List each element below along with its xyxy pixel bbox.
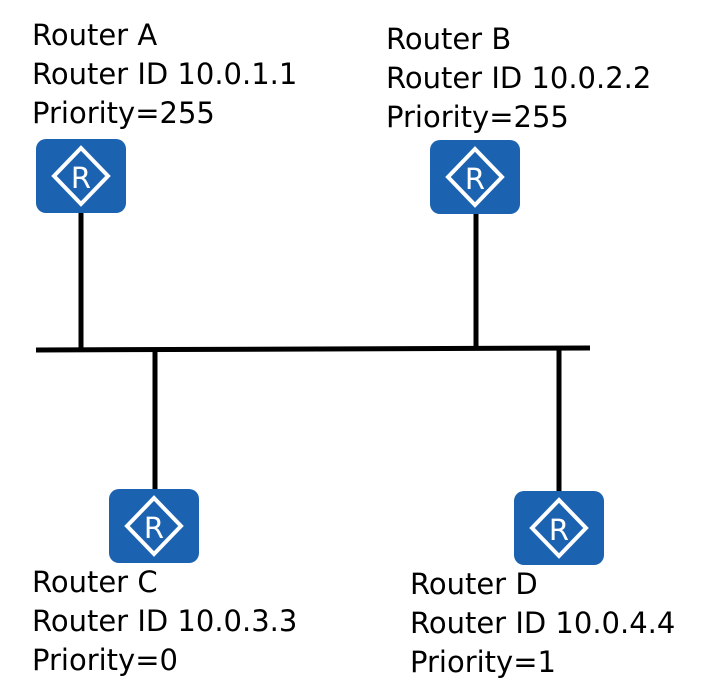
router-c-id: Router ID 10.0.3.3 bbox=[32, 604, 298, 638]
shared-segment-line bbox=[35, 345, 591, 353]
router-d-priority: Priority=1 bbox=[410, 645, 556, 679]
svg-text:R: R bbox=[144, 511, 164, 545]
router-c-icon: R bbox=[109, 489, 199, 563]
svg-text:R: R bbox=[465, 162, 485, 196]
router-b-priority: Priority=255 bbox=[386, 100, 569, 134]
router-b-label: Router B Router ID 10.0.2.2 Priority=255 bbox=[386, 20, 651, 137]
router-c-label: Router C Router ID 10.0.3.3 Priority=0 bbox=[32, 563, 297, 680]
router-c-priority: Priority=0 bbox=[32, 643, 178, 677]
router-a-name: Router A bbox=[32, 18, 158, 52]
svg-text:R: R bbox=[71, 161, 91, 195]
svg-text:R: R bbox=[549, 513, 569, 547]
router-a-priority: Priority=255 bbox=[32, 96, 215, 130]
router-a-label: Router A Router ID 10.0.1.1 Priority=255 bbox=[32, 16, 297, 133]
router-b-icon: R bbox=[430, 140, 520, 214]
router-a-icon: R bbox=[36, 139, 126, 213]
router-b-name: Router B bbox=[386, 22, 512, 56]
router-d-name: Router D bbox=[410, 567, 538, 601]
router-d-label: Router D Router ID 10.0.4.4 Priority=1 bbox=[410, 565, 675, 682]
router-a-id: Router ID 10.0.1.1 bbox=[32, 57, 298, 91]
router-b-id: Router ID 10.0.2.2 bbox=[386, 61, 652, 95]
router-c-name: Router C bbox=[32, 565, 158, 599]
router-d-icon: R bbox=[514, 491, 604, 565]
router-d-id: Router ID 10.0.4.4 bbox=[410, 606, 676, 640]
